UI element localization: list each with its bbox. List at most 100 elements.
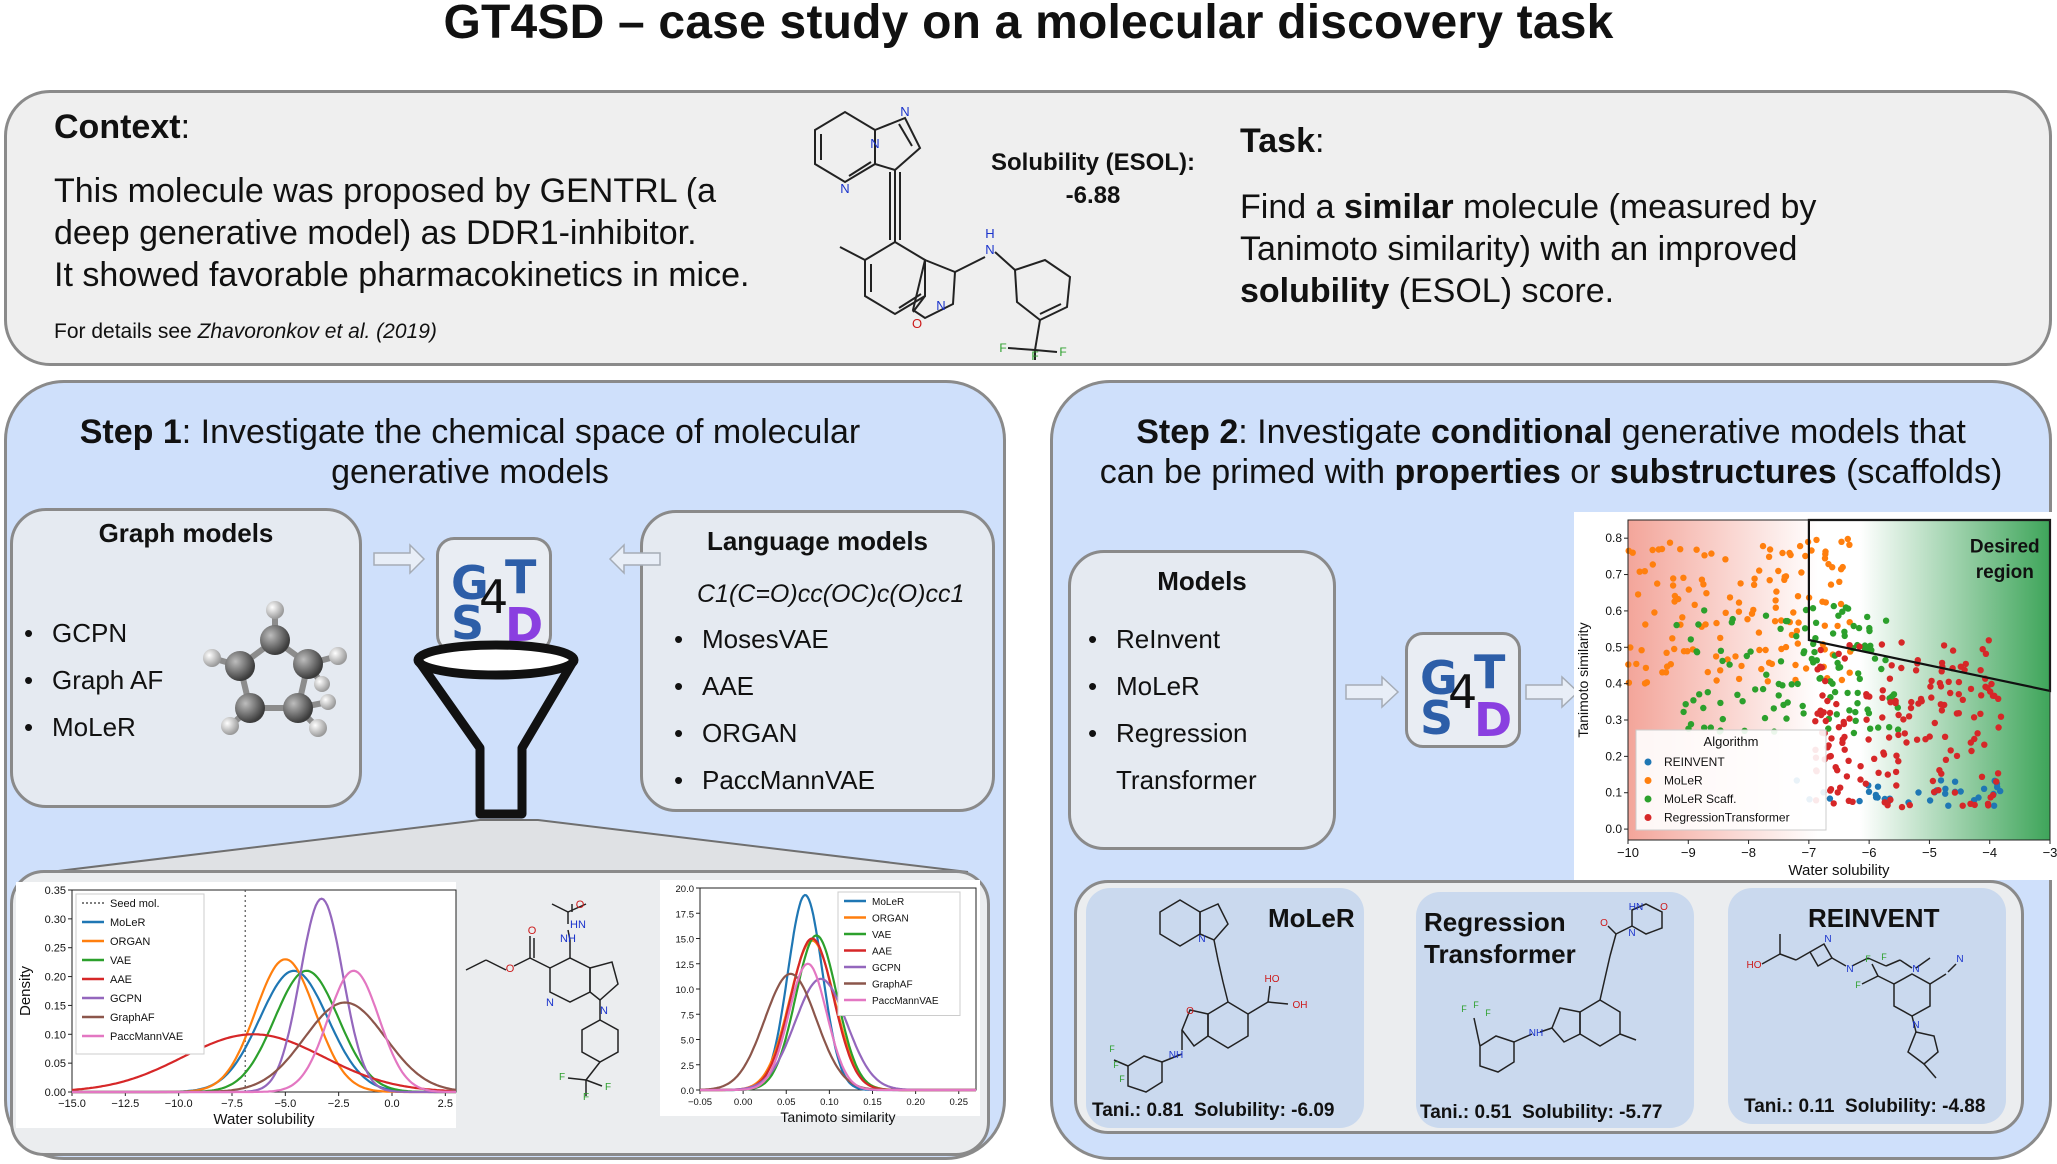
scatter-point [1850,622,1857,630]
scatter-point [1929,777,1937,785]
x-tick-label: −12.5 [111,1098,139,1110]
scatter-point [1855,670,1862,677]
scatter-point [1903,739,1910,746]
scatter-point [1696,691,1703,698]
scatter-point [1840,720,1848,728]
scatter-point [1980,785,1988,792]
scatter-point [1812,619,1820,626]
scatter-point [1735,675,1743,683]
scatter-point [1849,798,1856,805]
reinvent-atom-n4: N [1956,954,1963,965]
legend-label: REINVENT [1664,755,1725,769]
scatter-point [1759,542,1767,550]
scatter-point [1854,700,1861,707]
scatter-point [1928,694,1935,701]
y-tick-label: 0.2 [1605,749,1622,763]
scatter-point [1649,561,1656,568]
arrow-right-icon [1345,675,1400,709]
scatter-point [1886,724,1893,731]
scatter-point [1756,646,1763,654]
gt4sd-logo-step2: G T 4 S D [1405,632,1521,748]
scatter-point [1675,595,1682,603]
x-tick-label: −8 [1741,845,1756,860]
scatter-point [1796,542,1804,550]
scatter-point [1884,771,1891,778]
scatter-point [1854,689,1861,697]
x-tick-label: −3 [2043,845,2057,860]
scatter-point [1857,763,1864,770]
scatter-point [1991,692,1998,699]
scatter-point [1865,645,1872,653]
scatter-point [1825,560,1832,568]
y-axis-label: Density [17,965,34,1016]
scatter-point [1871,755,1878,762]
x-tick-label: 2.5 [438,1098,453,1110]
scatter-point [1941,733,1949,740]
scatter-point [1994,770,2002,777]
reinvent-atom-f3: F [1881,952,1887,962]
scatter-point [1649,546,1656,554]
scatter-point [1839,736,1846,743]
scatter-point [1856,797,1863,805]
result-reinvent [1728,888,2006,1124]
scatter-point [1837,784,1844,791]
scatter-point [1846,541,1853,548]
scatter-point [1761,714,1769,722]
solubility-label: Solubility (ESOL): [991,149,1195,176]
scatter-point [1985,637,1992,644]
x-tick-label: −7 [1801,845,1816,860]
scatter-point [1949,647,1957,654]
model-moler: MoLeR [1086,663,1257,710]
scatter-point [1722,556,1729,563]
scatter-point [1846,715,1853,722]
scatter-point [1835,724,1843,731]
rt-atom-nh: NH [1529,1028,1543,1039]
arrow-right-icon [373,543,426,575]
x-tick-label: 0.00 [734,1097,753,1108]
desired-region-label-2: region [1976,562,2034,583]
result-reinvent-metrics: Tani.: 0.11 Solubility: -4.88 [1744,1096,1985,1118]
scatter-point [1915,789,1922,796]
scatter-point [1638,647,1645,654]
moler-atom-f2: F [1113,1060,1119,1070]
result-rt-name: Regression Transformer [1424,906,1576,970]
scatter-point [1829,630,1837,637]
scatter-point [1892,699,1899,707]
scatter-point [1898,803,1906,811]
scatter-point [1987,688,1994,695]
scatter-point [1735,599,1743,606]
task-line-3-post: (ESOL) score. [1389,272,1615,310]
scatter-point [1955,678,1963,686]
scatter-point [1879,714,1886,721]
seed-molecule: HN NH N N O O O F F F [465,899,619,1103]
scatter-point [1777,625,1784,632]
scatter-point [1762,612,1770,619]
arrow-left-icon [608,543,661,575]
scatter-point [1894,726,1902,733]
rt-atom-o2: O [1600,918,1608,929]
scatter-point [1817,707,1824,714]
scatter-point [1938,707,1946,714]
step1-title-line-1: Step 1: Investigate the chemical space o… [4,412,936,452]
reinvent-atom-f1: F [1855,980,1861,990]
legend-title: Algorithm [1704,734,1759,749]
scatter-point [1627,644,1634,651]
x-tick-label: 0.0 [384,1098,399,1110]
scatter-point [1940,642,1948,649]
scatter-point [1813,657,1820,664]
scatter-point [1867,725,1874,732]
scatter-point [1951,778,1959,785]
reinvent-atom-ho: HO [1747,960,1762,971]
scatter-point [1701,724,1708,731]
y-tick-label: 15.0 [676,935,695,946]
scatter-point [1913,736,1921,743]
scatter-point [1975,794,1982,801]
moler-atom-ho: HO [1265,974,1280,985]
scatter-point [1990,802,1998,809]
scatter-point [1822,677,1829,685]
scatter-point [1827,581,1835,588]
scatter-point [1701,552,1708,559]
funnel-icon [49,640,969,873]
scatter-point [1822,548,1829,555]
graph-models-list: GCPN Graph AF MoLeR [22,610,163,751]
